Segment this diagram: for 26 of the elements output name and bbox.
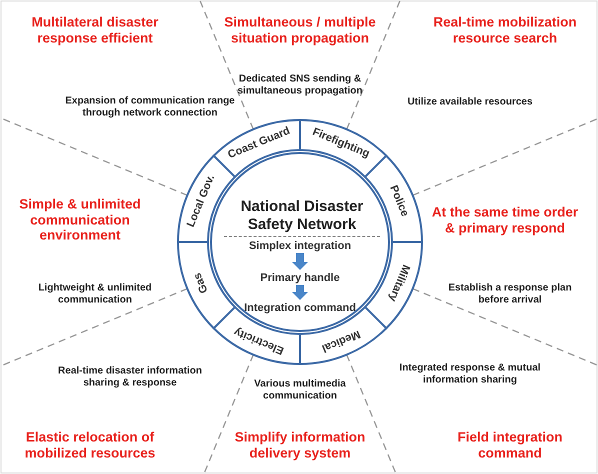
sector-description: Real-time disaster information sharing & response <box>57 366 203 388</box>
network-title: National Disaster Safety Network <box>240 198 364 234</box>
agency-label: Local Gov. <box>185 173 218 229</box>
agency-label: Police <box>387 184 411 218</box>
sector-heading: Simple & unlimited communication environment <box>18 196 142 244</box>
sector-heading: Simultaneous / multiple situation propagation <box>223 14 377 46</box>
sector-heading: Multilateral disaster response efficient <box>30 14 160 46</box>
sector-heading: Simplify information delivery system <box>234 429 366 461</box>
sector-description: Various multimedia communication <box>253 378 347 402</box>
process-step-text: Integration command <box>244 302 356 314</box>
sector-description: Utilize available resources <box>406 96 534 108</box>
flow-arrow <box>292 285 308 300</box>
sector-heading: Elastic relocation of mobilized resources <box>24 429 156 461</box>
sector-description: Expansion of communication range through network connection <box>64 96 236 118</box>
sector-description: Establish a response plan before arrival <box>447 282 573 306</box>
agency-label: Coast Guard <box>226 124 292 162</box>
flow-arrow <box>292 253 308 270</box>
agency-label: Gas <box>192 271 211 295</box>
sector-heading: Real-time mobilization resource search <box>432 14 578 46</box>
sector-description: Integrated response & mutual information sharing <box>398 362 542 386</box>
sector-description: Dedicated SNS sending & simultaneous propagation <box>236 74 364 96</box>
sector-description: Lightweight & unlimited communication <box>37 282 153 306</box>
process-step-text: Simplex integration <box>248 240 352 252</box>
process-step-text: Primary handle <box>260 272 340 284</box>
sector-heading: Field integration command <box>456 429 564 461</box>
sector-heading: At the same time order & primary respond <box>430 204 580 236</box>
